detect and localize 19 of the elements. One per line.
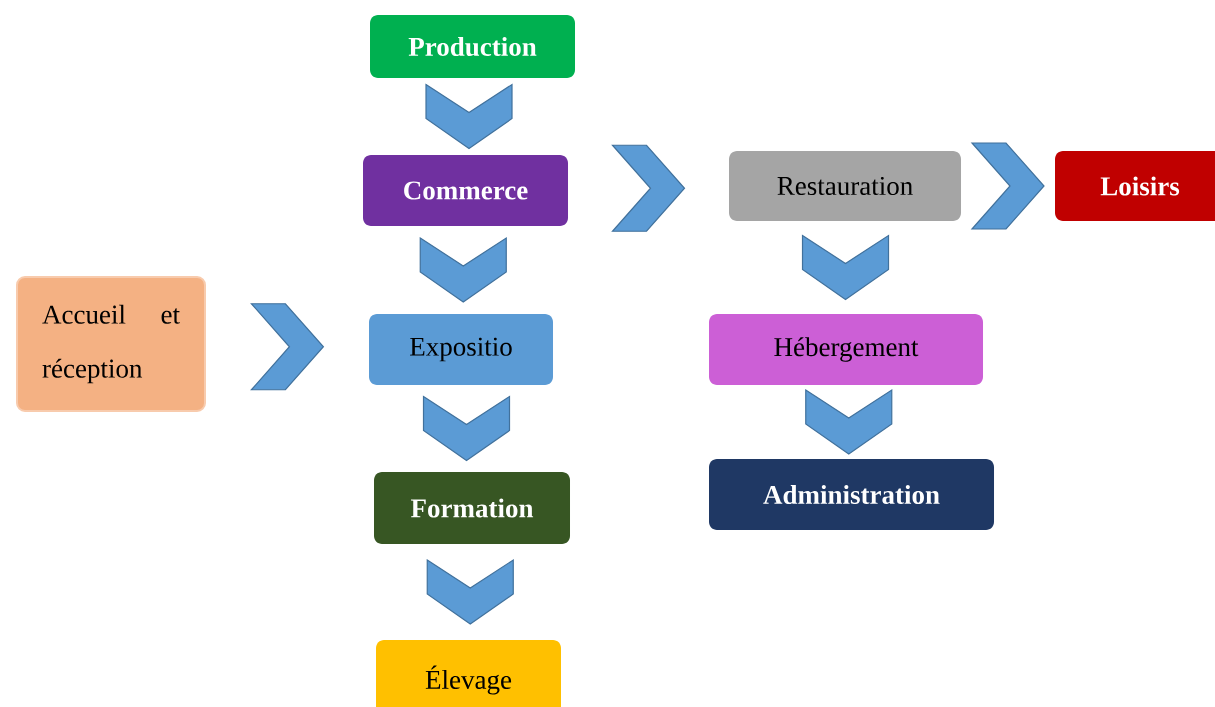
process-box: Restauration bbox=[729, 151, 961, 221]
chevron-arrow bbox=[250, 303, 325, 391]
chevron-arrow bbox=[425, 83, 513, 150]
process-box: Accueil et réception bbox=[16, 276, 206, 412]
chevron-arrow bbox=[970, 142, 1045, 230]
chevron-arrow bbox=[805, 388, 893, 455]
chevron-arrow bbox=[426, 558, 514, 625]
chevron-arrow bbox=[801, 234, 890, 301]
process-box: Formation bbox=[374, 472, 570, 544]
process-box: Production bbox=[370, 15, 575, 78]
chevron-arrow bbox=[611, 144, 686, 232]
chevron-arrow bbox=[419, 236, 507, 303]
process-box: Administration bbox=[709, 459, 994, 530]
process-box: Expositio bbox=[369, 314, 553, 385]
process-box: Loisirs bbox=[1055, 151, 1215, 221]
process-box: Hébergement bbox=[709, 314, 983, 385]
process-box: Commerce bbox=[363, 155, 568, 226]
chevron-arrow bbox=[422, 395, 511, 462]
process-box: Élevage bbox=[376, 640, 561, 707]
